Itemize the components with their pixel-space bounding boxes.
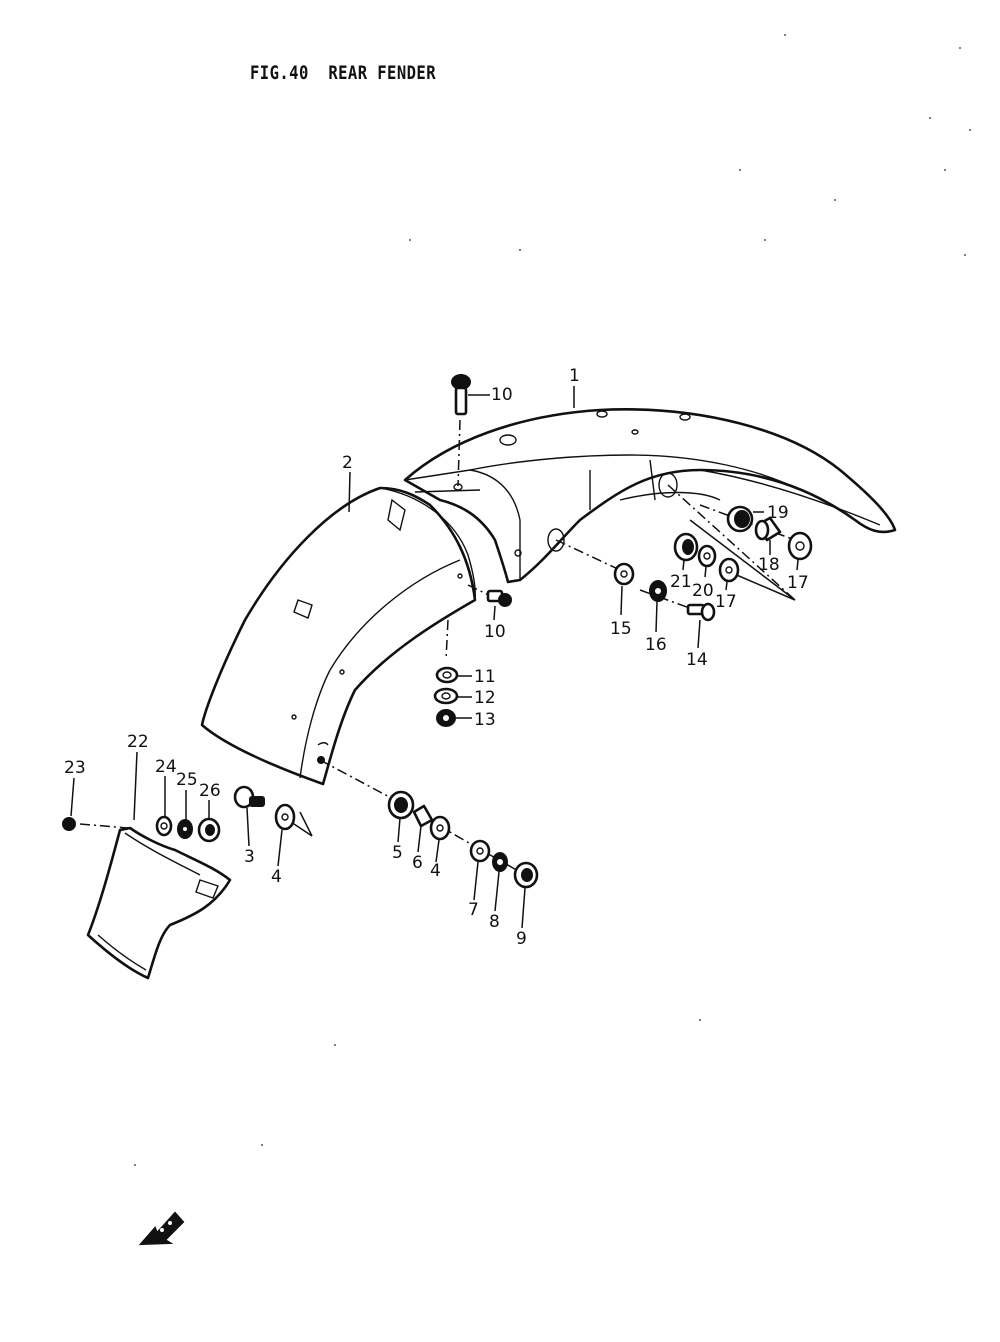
callout-24: 24 <box>155 757 177 777</box>
screw-part-23 <box>62 817 76 831</box>
nut-part-16 <box>649 580 667 602</box>
bolt-part-3 <box>233 785 265 809</box>
washer-part-4-b <box>429 815 451 841</box>
hardware-parts <box>62 374 813 889</box>
front-direction-arrow-icon <box>138 1211 185 1246</box>
callout-leaders <box>70 386 799 929</box>
callout-3: 3 <box>244 847 255 867</box>
washer-part-7 <box>469 839 491 863</box>
callout-13: 13 <box>474 710 496 730</box>
bolt-part-14 <box>686 602 716 622</box>
callout-2: 2 <box>342 453 353 473</box>
washer-part-15 <box>613 562 635 586</box>
collar-part-18 <box>754 516 782 542</box>
bolt-part-10-lower <box>486 589 512 607</box>
callout-25: 25 <box>176 770 198 790</box>
rear-fender-part-1 <box>403 408 897 584</box>
washer-part-25 <box>177 819 193 839</box>
grommet-part-19 <box>726 505 754 533</box>
mud-flap-part-22 <box>86 826 232 980</box>
callout-5: 5 <box>392 843 403 863</box>
callout-21: 21 <box>670 572 692 592</box>
collar-part-6 <box>412 804 434 828</box>
scan-speckles <box>134 34 971 1166</box>
nut-part-26 <box>197 817 221 843</box>
callout-numbers: 1 2 3 4 4 5 6 7 8 9 10 10 11 12 13 14 15… <box>64 366 809 949</box>
callout-26: 26 <box>199 781 221 801</box>
washer-part-17-b <box>787 531 813 561</box>
callout-14: 14 <box>686 650 708 670</box>
washer-part-12 <box>433 687 459 705</box>
callout-1: 1 <box>569 366 580 386</box>
figure-title: FIG.40 REAR FENDER <box>250 62 437 84</box>
washer-part-4-a <box>274 803 296 831</box>
washer-part-17-a <box>718 557 740 583</box>
washer-part-24 <box>155 815 173 837</box>
washer-part-11 <box>435 666 459 684</box>
callout-10-lower: 10 <box>484 622 506 642</box>
callout-12: 12 <box>474 688 496 708</box>
nut-part-9 <box>513 861 539 889</box>
callout-18: 18 <box>758 555 780 575</box>
callout-9: 9 <box>516 929 527 949</box>
callout-15: 15 <box>610 619 632 639</box>
callout-16: 16 <box>645 635 667 655</box>
grommet-part-21 <box>673 532 699 562</box>
callout-8: 8 <box>489 912 500 932</box>
fender-section-part-2 <box>200 486 477 786</box>
callout-4-b: 4 <box>430 861 441 881</box>
washer-part-20 <box>697 544 717 568</box>
nut-part-13 <box>436 709 456 727</box>
washer-part-8 <box>492 852 508 872</box>
callout-6: 6 <box>412 853 423 873</box>
callout-10-top: 10 <box>491 385 513 405</box>
callout-11: 11 <box>474 667 496 687</box>
callout-23: 23 <box>64 758 86 778</box>
callout-4-a: 4 <box>271 867 282 887</box>
callout-17-b: 17 <box>787 573 809 593</box>
callout-17-a: 17 <box>715 592 737 612</box>
callout-22: 22 <box>127 732 149 752</box>
callout-19: 19 <box>767 503 789 523</box>
grommet-part-5 <box>387 790 415 820</box>
callout-7: 7 <box>468 900 479 920</box>
bolt-part-10-top <box>451 374 471 416</box>
callout-20: 20 <box>692 581 714 601</box>
